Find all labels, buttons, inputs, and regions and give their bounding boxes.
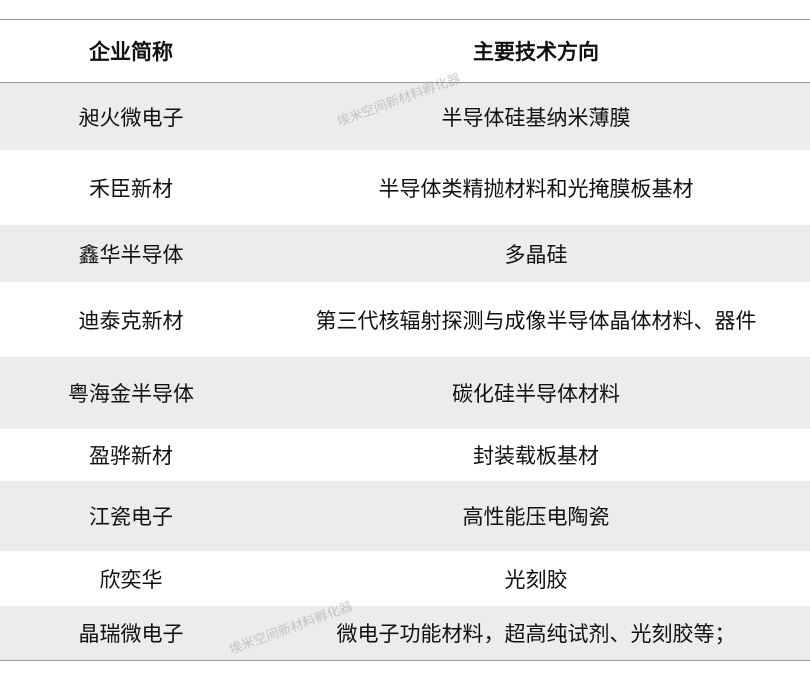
tech-direction-cell: 碳化硅半导体材料: [452, 382, 620, 406]
table-row: 粤海金半导体 碳化硅半导体材料: [0, 357, 810, 429]
header-tech-direction: 主要技术方向: [473, 39, 599, 64]
tech-direction-cell: 光刻胶: [504, 567, 568, 592]
table-row: 禾臣新材 半导体类精抛材料和光掩膜板基材: [0, 150, 810, 225]
tech-direction-cell: 第三代核辐射探测与成像半导体晶体材料、器件: [315, 308, 757, 333]
table-row: 欣奕华 光刻胶: [0, 551, 810, 606]
tech-direction-cell: 微电子功能材料，超高纯试剂、光刻胶等；: [336, 622, 736, 646]
company-name-cell: 禾臣新材: [89, 176, 173, 201]
tech-direction-cell: 封装载板基材: [473, 444, 599, 468]
company-name-cell: 昶火微电子: [78, 105, 184, 130]
company-name-cell: 粤海金半导体: [68, 382, 194, 406]
company-name-cell: 江瓷电子: [89, 505, 173, 529]
tech-direction-cell: 半导体硅基纳米薄膜: [441, 105, 631, 130]
table-row: 昶火微电子 半导体硅基纳米薄膜: [0, 83, 810, 150]
company-tech-table: 企业简称 主要技术方向 昶火微电子 半导体硅基纳米薄膜 禾臣新材 半导体类精抛材…: [0, 19, 810, 661]
company-name-cell: 鑫华半导体: [78, 242, 184, 267]
tech-direction-cell: 高性能压电陶瓷: [462, 505, 610, 529]
company-name-cell: 晶瑞微电子: [78, 622, 184, 646]
table-row: 鑫华半导体 多晶硅: [0, 225, 810, 282]
header-company-name: 企业简称: [89, 39, 173, 64]
table-row: 晶瑞微电子 微电子功能材料，超高纯试剂、光刻胶等；: [0, 606, 810, 660]
table-row: 迪泰克新材 第三代核辐射探测与成像半导体晶体材料、器件: [0, 282, 810, 357]
company-name-cell: 迪泰克新材: [78, 308, 184, 333]
company-name-cell: 盈骅新材: [89, 444, 173, 468]
table-header-row: 企业简称 主要技术方向: [0, 20, 810, 83]
company-name-cell: 欣奕华: [99, 567, 163, 592]
table-row: 盈骅新材 封装载板基材: [0, 429, 810, 481]
tech-direction-cell: 多晶硅: [504, 242, 568, 267]
tech-direction-cell: 半导体类精抛材料和光掩膜板基材: [378, 176, 694, 201]
table-row: 江瓷电子 高性能压电陶瓷: [0, 481, 810, 551]
